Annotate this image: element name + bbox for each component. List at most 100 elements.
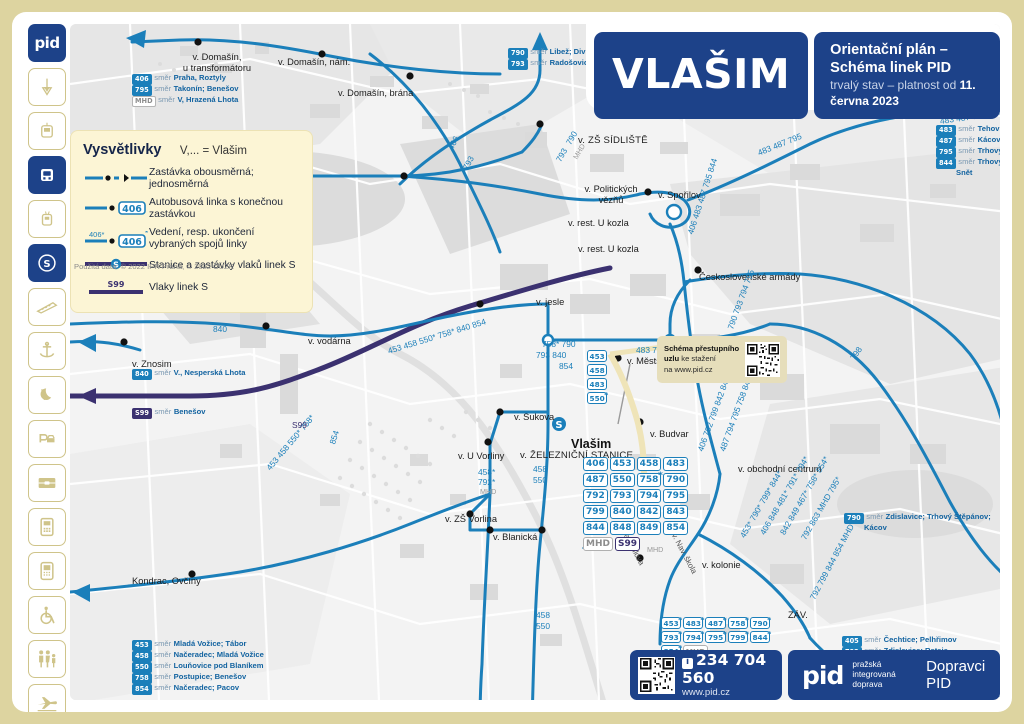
- line-badge[interactable]: 840: [132, 369, 152, 380]
- line-chip[interactable]: 844: [749, 630, 771, 643]
- line-badge[interactable]: 790: [508, 48, 528, 59]
- line-badge[interactable]: 790: [844, 513, 864, 524]
- contact-web[interactable]: www.pid.cz: [682, 686, 730, 698]
- direction-prefix: směr: [864, 635, 882, 644]
- route-number-label: 458: [536, 610, 550, 620]
- transfer-hub-qr-callout[interactable]: Schéma přestupního uzlu ke stažení na ww…: [657, 336, 788, 383]
- line-chip[interactable]: 483: [683, 616, 705, 629]
- legend-rows: Zastávka obousměrná; jednosměrná 406 Aut…: [83, 167, 300, 296]
- line-chip[interactable]: 849: [636, 521, 662, 535]
- svg-text:406: 406: [122, 237, 142, 248]
- line-badge[interactable]: 487: [936, 136, 956, 147]
- stop-label: v. ZŠ Vorlina: [445, 514, 498, 524]
- ticket-sales-icon[interactable]: [28, 464, 66, 502]
- route-number-label: S99: [292, 420, 307, 430]
- line-chip[interactable]: 794: [683, 630, 705, 643]
- line-chip[interactable]: 453: [587, 350, 608, 362]
- pid-logo[interactable]: pid: [28, 24, 66, 62]
- legend-row-label: Vlaky linek S: [149, 282, 208, 294]
- ferry-icon[interactable]: [28, 332, 66, 370]
- line-badge[interactable]: MHD: [132, 96, 156, 107]
- route-number-label: 758* 790: [542, 339, 576, 349]
- line-chip[interactable]: 793: [609, 489, 635, 503]
- stop-label: v. Budvar: [650, 429, 689, 439]
- direction-prefix: směr: [154, 672, 172, 682]
- line-badge[interactable]: 550: [132, 662, 152, 673]
- route-number-label: 793 840: [536, 350, 567, 360]
- line-badge[interactable]: 854: [132, 684, 152, 695]
- line-chip[interactable]: 844: [583, 521, 608, 535]
- line-chip[interactable]: 799: [727, 630, 749, 643]
- line-chip[interactable]: 794: [636, 489, 662, 503]
- stop-label: Kondrac, Ovčíny: [132, 576, 201, 586]
- line-badge[interactable]: 795: [936, 147, 956, 158]
- stop-label: v. Spořilov: [658, 190, 701, 200]
- line-chip[interactable]: 453: [661, 616, 682, 629]
- line-badge[interactable]: 406: [132, 74, 152, 85]
- direction-destination: Mladá Vožice; Tábor: [173, 639, 247, 648]
- line-chip[interactable]: 483: [663, 457, 689, 471]
- line-badge[interactable]: 793: [508, 59, 528, 70]
- qr-code-transfer-hub[interactable]: [745, 342, 781, 377]
- sms-ticket-icon[interactable]: [28, 552, 66, 590]
- line-chip[interactable]: 842: [636, 505, 662, 519]
- line-badge[interactable]: 405: [842, 636, 862, 647]
- line-chip[interactable]: 790: [749, 616, 771, 629]
- train-s-icon[interactable]: S: [28, 244, 66, 282]
- line-chip[interactable]: 843: [663, 505, 689, 519]
- night-line-icon[interactable]: [28, 376, 66, 414]
- line-chip[interactable]: 795: [663, 489, 689, 503]
- tram-icon[interactable]: [28, 112, 66, 150]
- funicular-icon[interactable]: [28, 288, 66, 326]
- metro-icon[interactable]: [28, 68, 66, 106]
- line-badge[interactable]: S99: [132, 408, 152, 419]
- ticket-machine-icon[interactable]: [28, 508, 66, 546]
- airport-icon[interactable]: [28, 684, 66, 712]
- line-badge[interactable]: 453: [132, 640, 152, 651]
- line-chip[interactable]: 799: [583, 505, 608, 519]
- line-chip[interactable]: 487: [705, 616, 727, 629]
- bus-icon[interactable]: [28, 156, 66, 194]
- family-icon[interactable]: [28, 640, 66, 678]
- line-chip[interactable]: 790: [663, 473, 689, 487]
- line-chip[interactable]: 458: [587, 364, 608, 376]
- line-chip[interactable]: 854: [663, 521, 689, 535]
- line-badge[interactable]: 795: [132, 85, 152, 96]
- legend-row-selected-services-routing: 406* 406 * Vedení, resp. ukončení vybran…: [83, 227, 300, 251]
- direction-prefix: směr: [866, 512, 884, 521]
- line-chip[interactable]: 795: [705, 630, 727, 643]
- trolleybus-icon[interactable]: [28, 200, 66, 238]
- qr-line2-rest: ke stažení: [679, 354, 716, 364]
- vlasim-central-lines: 4064534584834875507587907927937947957998…: [582, 456, 698, 552]
- line-chip[interactable]: 792: [583, 489, 608, 503]
- line-chip[interactable]: 848: [609, 521, 635, 535]
- line-chip[interactable]: 458: [636, 457, 662, 471]
- line-chip[interactable]: 483: [587, 378, 608, 390]
- line-chip[interactable]: 793: [661, 630, 682, 643]
- line-badge[interactable]: 844: [936, 158, 956, 169]
- line-chip[interactable]: S99: [614, 537, 640, 551]
- p-plus-r-icon[interactable]: [28, 420, 66, 458]
- line-chip[interactable]: 758: [727, 616, 749, 629]
- line-chip[interactable]: 840: [609, 505, 635, 519]
- line-chip[interactable]: MHD: [583, 537, 613, 551]
- qr-line2-bold: uzlu: [664, 354, 680, 364]
- line-badge[interactable]: 483: [936, 125, 956, 136]
- line-chip[interactable]: 406: [583, 457, 608, 471]
- direction-destination: Benešov: [173, 407, 206, 416]
- line-chip[interactable]: 550: [587, 391, 608, 404]
- line-chip[interactable]: 758: [636, 471, 663, 487]
- line-chip[interactable]: 487: [583, 473, 608, 487]
- wheelchair-icon[interactable]: [28, 596, 66, 634]
- line-chip[interactable]: 550: [609, 473, 635, 487]
- line-badge[interactable]: 758: [132, 673, 152, 684]
- direction-destination: V., Nesperská Lhota: [173, 368, 246, 377]
- line-chip[interactable]: 453: [609, 457, 635, 471]
- stop-label: v. Blanická: [493, 532, 538, 542]
- qr-code-contact[interactable]: [638, 656, 675, 694]
- line-badge[interactable]: 458: [132, 651, 152, 662]
